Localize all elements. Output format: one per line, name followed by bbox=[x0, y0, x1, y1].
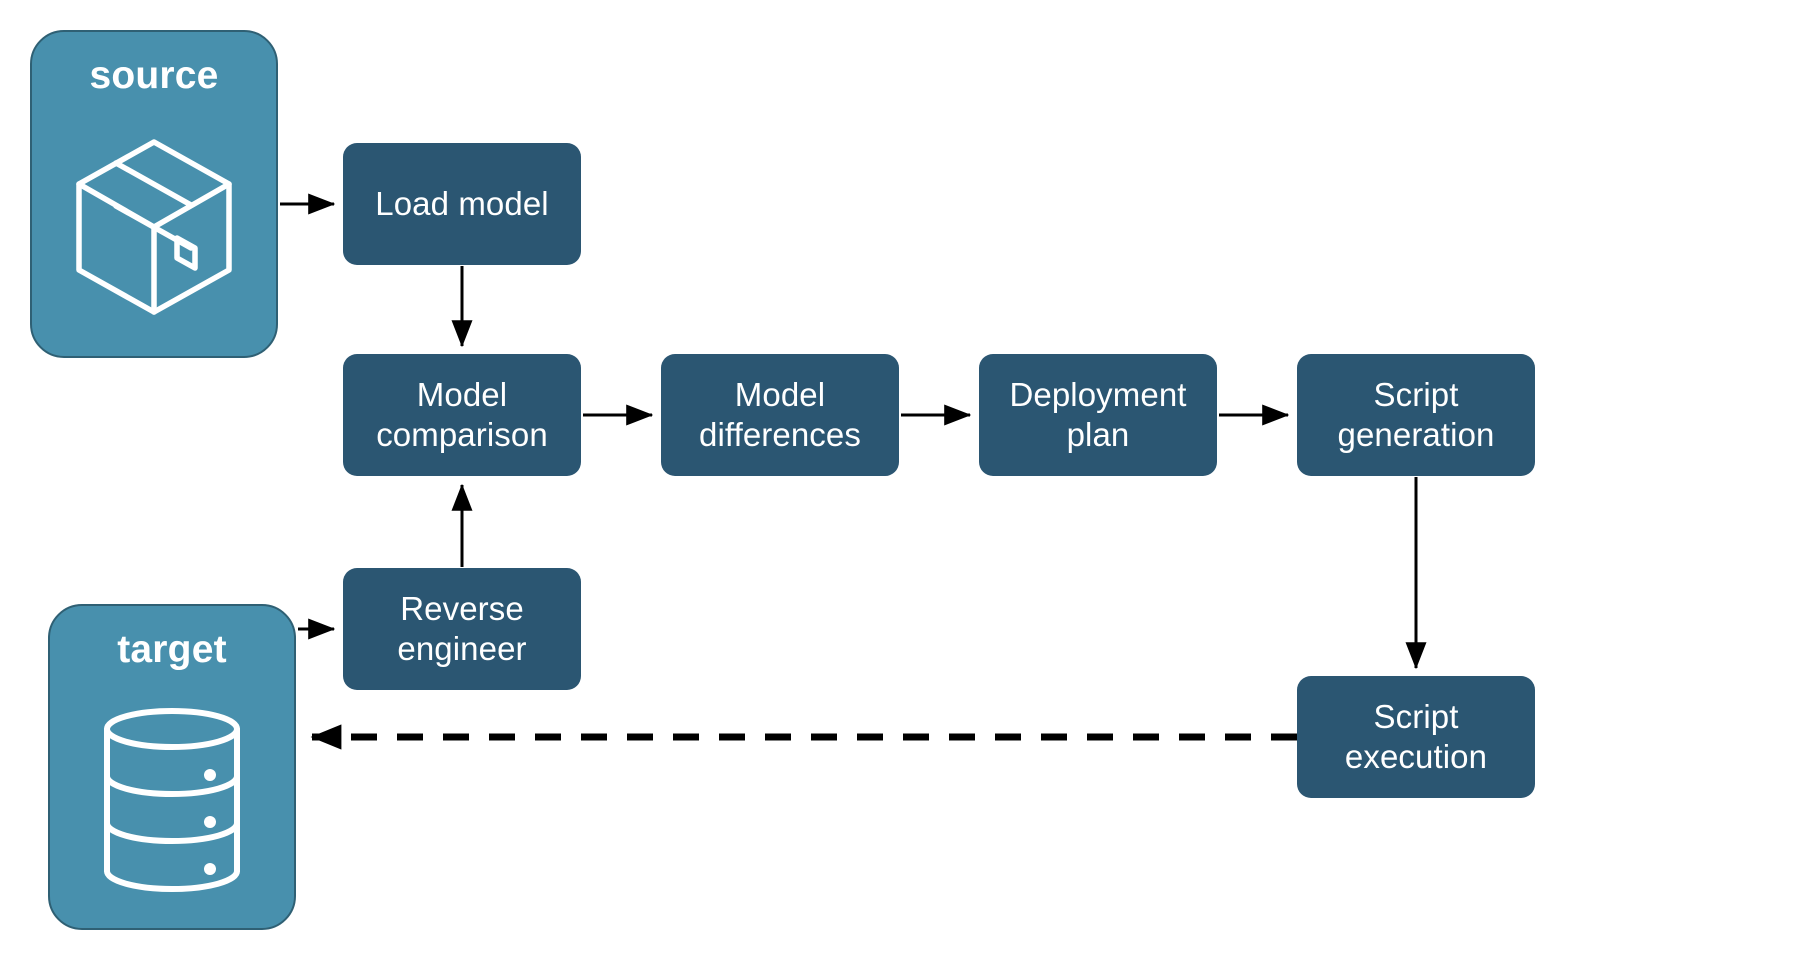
endpoint-node-source[interactable]: source bbox=[30, 30, 278, 358]
process-node-reverse-engineer[interactable]: Reverse engineer bbox=[343, 568, 581, 690]
package-cube-icon bbox=[32, 98, 276, 356]
process-node-model-differences[interactable]: Model differences bbox=[661, 354, 899, 476]
endpoint-label-target: target bbox=[117, 628, 227, 671]
process-node-model-comparison[interactable]: Model comparison bbox=[343, 354, 581, 476]
process-node-deployment-plan[interactable]: Deployment plan bbox=[979, 354, 1217, 476]
endpoint-label-source: source bbox=[89, 54, 219, 97]
endpoint-node-target[interactable]: target bbox=[48, 604, 296, 930]
database-cylinder-icon bbox=[50, 672, 294, 928]
process-node-script-execution[interactable]: Script execution bbox=[1297, 676, 1535, 798]
process-node-load-model[interactable]: Load model bbox=[343, 143, 581, 265]
process-node-script-generation[interactable]: Script generation bbox=[1297, 354, 1535, 476]
